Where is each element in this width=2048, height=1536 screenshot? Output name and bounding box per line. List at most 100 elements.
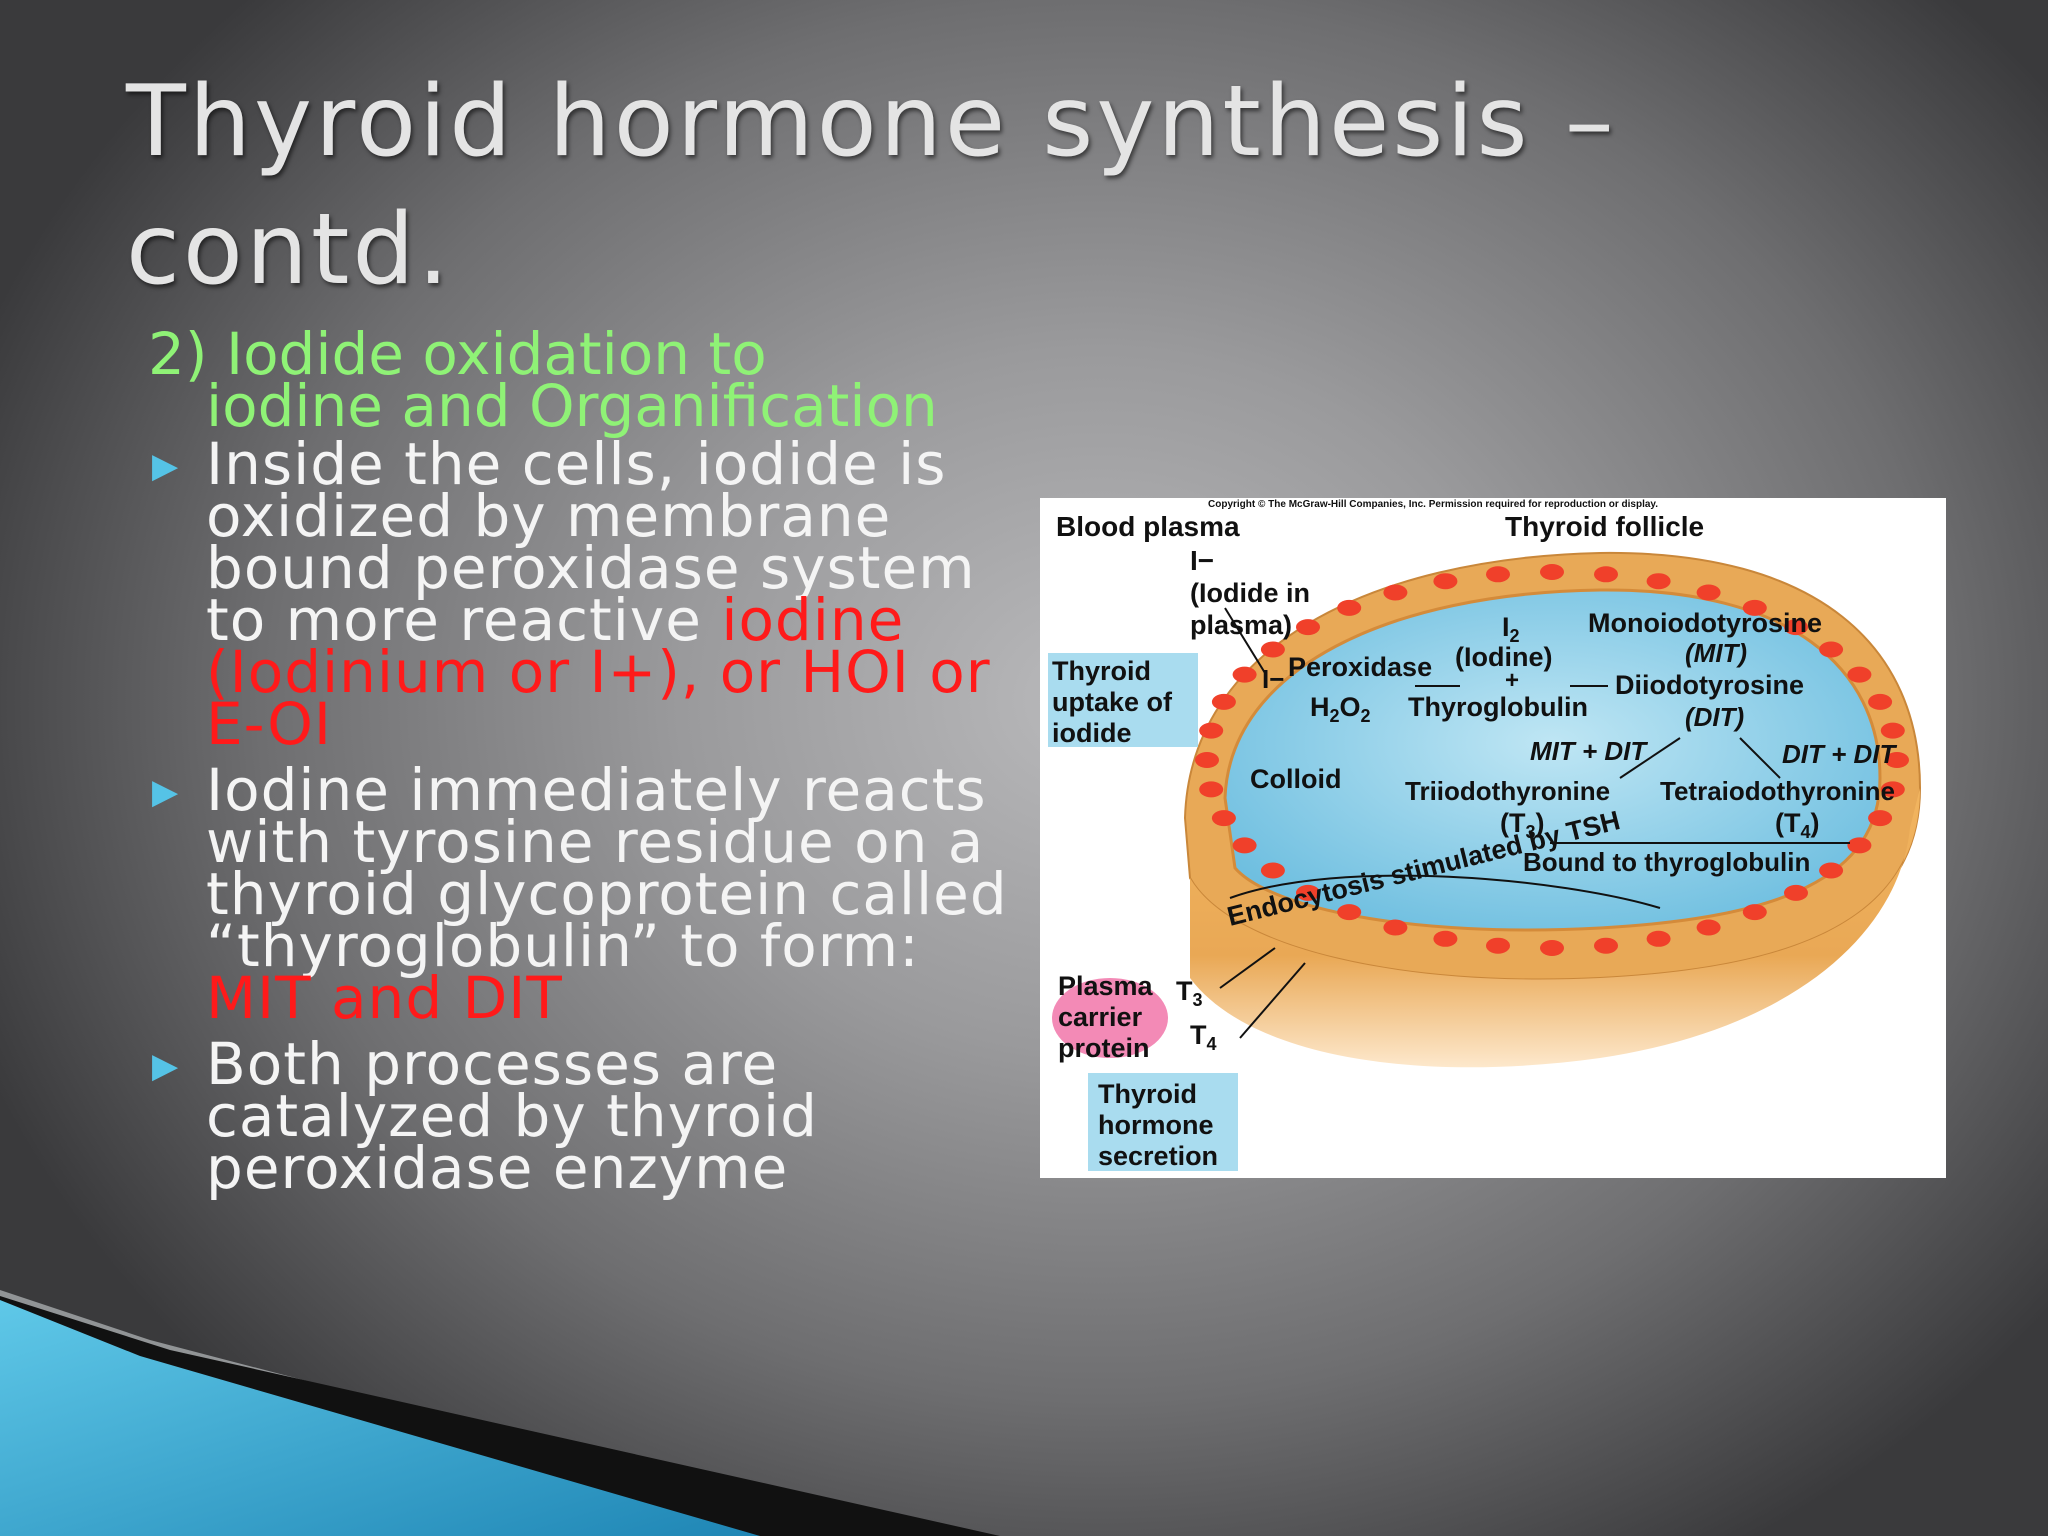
thyroid-follicle-label: Thyroid follicle [1505,511,1704,542]
cell-nucleus [1486,566,1510,583]
cell-nucleus [1594,937,1618,954]
plasma-carrier-line-2: carrier [1058,1002,1143,1032]
bullet-item-2: ▶ Iodine immediately reacts with tyrosin… [148,761,1018,1027]
cell-nucleus [1296,619,1320,636]
bullet-1-text: Inside the cells, iodide is oxidized by … [206,430,976,654]
cell-nucleus [1296,884,1320,901]
cell-nucleus [1819,862,1844,879]
bound-to-thyroglobulin-label: Bound to thyroglobulin [1523,847,1810,877]
slide-body: 2) Iodide oxidation to iodine and Organi… [148,325,1018,1208]
cell-nucleus [1696,584,1721,601]
colloid-area [1223,588,1882,932]
triangle-right-icon: ▶ [152,446,180,486]
iodide-in-plasma-line-1: (Iodide in [1190,578,1310,608]
uptake-line-3: iodide [1052,718,1132,748]
triiodothyronine-label: Triiodothyronine [1405,776,1610,806]
cell-nucleus [1696,919,1721,936]
t4-label: T4 [1190,1020,1217,1054]
heading-line-2: iodine and Organification [206,372,938,440]
cell-nucleus [1260,862,1285,879]
t3-label: T3 [1176,976,1203,1010]
colloid-label: Colloid [1250,764,1341,794]
dit-dit-label: DIT + DIT [1782,739,1898,769]
t4-paren-label: (T4) [1775,808,1820,842]
mit-dit-label: MIT + DIT [1530,736,1648,766]
thyroid-follicle-figure: Copyright © The McGraw-Hill Companies, I… [1040,498,1946,1178]
cell-nucleus [1847,837,1872,854]
cell-nucleus [1199,781,1224,798]
secretion-line-3: secretion [1098,1141,1218,1171]
plasma-carrier-line-3: protein [1058,1033,1150,1063]
plasma-carrier-line-1: Plasma [1058,971,1154,1001]
copyright-notice: Copyright © The McGraw-Hill Companies, I… [1208,499,1658,510]
cell-nucleus [1199,722,1224,739]
uptake-line-1: Thyroid [1052,656,1151,686]
cell-nucleus [1232,837,1257,854]
bullet-3-text: Both processes are catalyzed by thyroid … [206,1030,818,1202]
cell-nucleus [1211,810,1236,827]
cell-nucleus [1260,641,1285,658]
cell-nucleus [1868,810,1893,827]
bullet-2-text: Iodine immediately reacts with tyrosine … [206,756,1008,980]
title-line-1: Thyroid hormone synthesis – [126,65,1617,179]
cell-nucleus [1540,564,1564,580]
iodine-label: (Iodine) [1455,642,1552,672]
cell-nucleus [1742,904,1767,921]
cell-nucleus [1784,884,1808,901]
dit-label: (DIT) [1685,702,1744,732]
mit-label: (MIT) [1685,638,1747,668]
t3-paren-label: (T3) [1500,808,1545,842]
slide-title: Thyroid hormone synthesis – contd. [126,58,1726,314]
blood-plasma-label: Blood plasma [1056,511,1240,542]
section-heading: 2) Iodide oxidation to iodine and Organi… [148,325,1018,440]
cell-nucleus [1337,599,1362,616]
cell-nucleus [1868,693,1893,710]
title-line-2: contd. [126,193,452,307]
cell-nucleus [1880,781,1905,798]
plasma-carrier-protein [1052,978,1168,1058]
cell-nucleus [1337,904,1362,921]
iodine-i2-label: I2 [1502,612,1520,646]
cell-nucleus [1433,930,1458,947]
plus-sign: + [1505,667,1519,694]
cell-nucleus [1742,599,1767,616]
triangle-right-icon: ▶ [152,1046,180,1086]
monoiodotyrosine-label: Monoiodotyrosine [1588,608,1822,638]
secretion-line-2: hormone [1098,1110,1214,1140]
diiodotyrosine-label: Diiodotyrosine [1615,670,1804,700]
follicle-diagram: Copyright © The McGraw-Hill Companies, I… [1048,499,1922,1171]
cell-nucleus [1784,619,1808,636]
cell-nucleus [1383,919,1408,936]
iodide-in-plasma-line-2: plasma) [1190,610,1292,640]
secretion-box [1088,1073,1238,1171]
cell-nucleus [1594,566,1618,583]
tetraiodothyronine-label: Tetraiodothyronine [1660,776,1895,806]
triangle-right-icon: ▶ [152,772,180,812]
cell-nucleus [1540,940,1564,956]
iodide-symbol: I− [1190,545,1214,576]
thyroglobulin-label: Thyroglobulin [1408,692,1588,722]
cell-nucleus [1885,752,1909,768]
h2o2-label: H2O2 [1310,692,1371,726]
cell-nucleus [1880,722,1905,739]
cell-nucleus [1383,584,1408,601]
cell-nucleus [1646,930,1671,947]
peroxidase-label: Peroxidase [1288,652,1432,682]
uptake-line-2: uptake of [1052,687,1173,717]
cell-nucleus [1486,937,1510,954]
bullet-2-highlight: MIT and DIT [206,964,563,1032]
secretion-line-1: Thyroid [1098,1079,1197,1109]
cell-nucleus [1847,666,1872,683]
cell-nucleus [1819,641,1844,658]
cell-nucleus [1232,666,1257,683]
heading-line-1: 2) Iodide oxidation to [148,320,767,388]
cell-nucleus [1433,573,1458,590]
follicle-cells [1195,564,1909,956]
bullet-item-1: ▶ Inside the cells, iodide is oxidized b… [148,435,1018,753]
bullet-item-3: ▶ Both processes are catalyzed by thyroi… [148,1035,1018,1197]
follicle-side [1190,788,1920,1068]
cell-nucleus [1211,693,1236,710]
uptake-box [1048,653,1198,747]
reaction-arrows [1219,607,1850,1039]
